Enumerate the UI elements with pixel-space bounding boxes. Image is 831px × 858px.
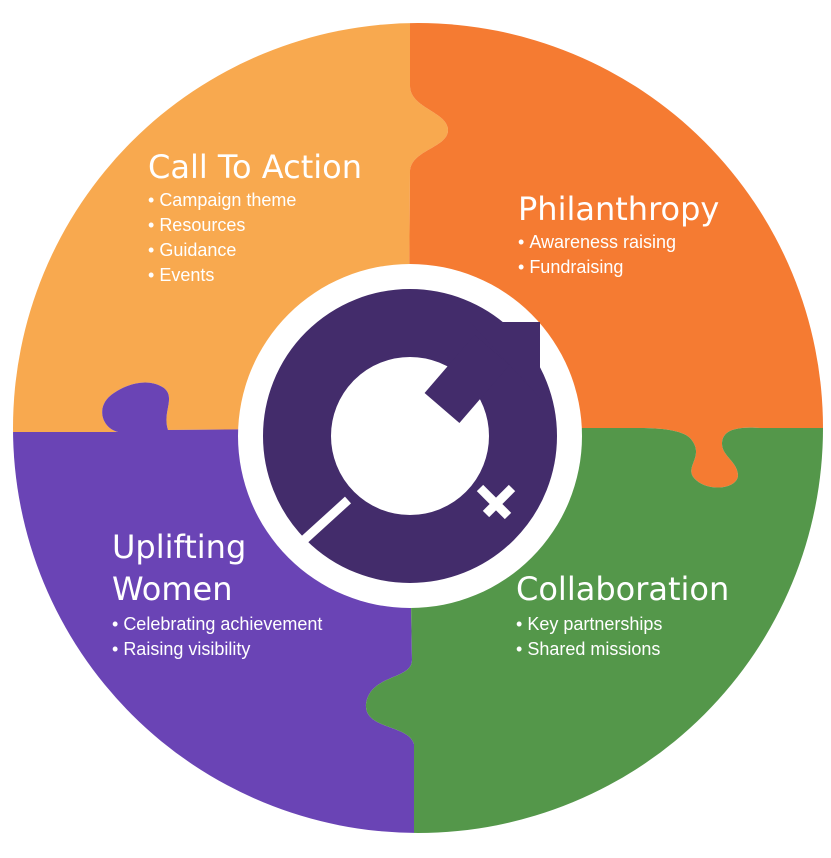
list-item: Events bbox=[148, 263, 362, 288]
list-item: Campaign theme bbox=[148, 188, 362, 213]
call-to-action-title: Call To Action bbox=[148, 148, 362, 186]
call-to-action-panel: Call To Action Campaign theme Resources … bbox=[148, 146, 362, 288]
list-item: Guidance bbox=[148, 238, 362, 263]
philanthropy-list: Awareness raising Fundraising bbox=[518, 230, 719, 280]
uplifting-women-panel: Uplifting Women Celebrating achievement … bbox=[112, 526, 322, 662]
list-item: Raising visibility bbox=[112, 637, 322, 662]
female-symbol-with-arrow-icon bbox=[263, 289, 557, 583]
list-item: Key partnerships bbox=[516, 612, 729, 637]
collaboration-title: Collaboration bbox=[516, 570, 730, 608]
philanthropy-title: Philanthropy bbox=[518, 190, 720, 228]
philanthropy-panel: Philanthropy Awareness raising Fundraisi… bbox=[518, 188, 719, 280]
list-item: Awareness raising bbox=[518, 230, 719, 255]
center-logo bbox=[238, 264, 582, 608]
collaboration-panel: Collaboration Key partnerships Shared mi… bbox=[516, 568, 729, 662]
list-item: Resources bbox=[148, 213, 362, 238]
list-item: Shared missions bbox=[516, 637, 729, 662]
uplifting-women-title-line-1: Uplifting bbox=[112, 528, 247, 566]
uplifting-women-list: Celebrating achievement Raising visibili… bbox=[112, 612, 322, 662]
list-item: Fundraising bbox=[518, 255, 719, 280]
call-to-action-list: Campaign theme Resources Guidance Events bbox=[148, 188, 362, 288]
collaboration-list: Key partnerships Shared missions bbox=[516, 612, 729, 662]
list-item: Celebrating achievement bbox=[112, 612, 322, 637]
uplifting-women-title-line-2: Women bbox=[112, 570, 233, 608]
